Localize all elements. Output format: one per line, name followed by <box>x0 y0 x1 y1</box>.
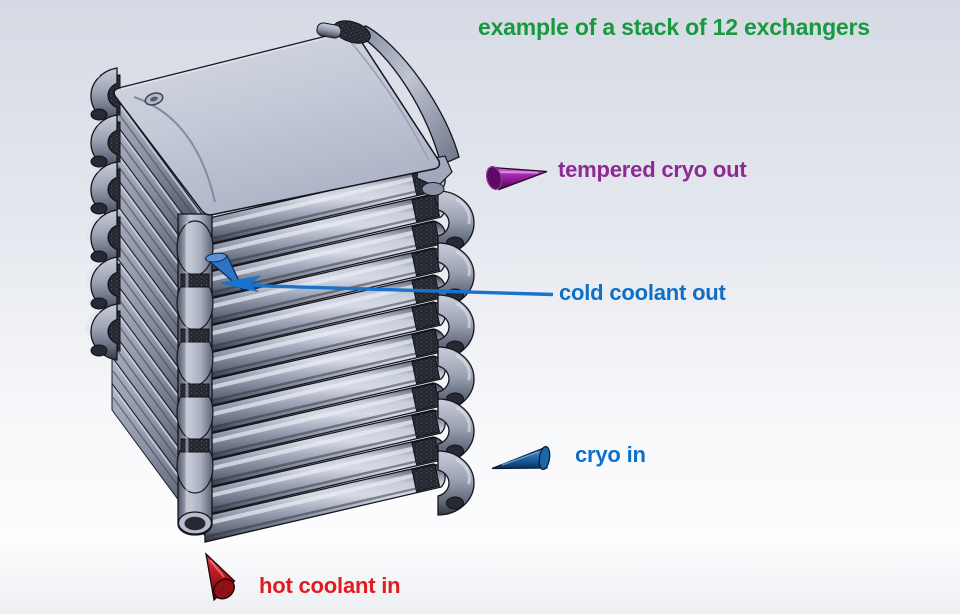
figure-title: example of a stack of 12 exchangers <box>478 14 870 40</box>
hot-coolant-in-cone-icon <box>205 552 236 602</box>
top-plate-right-skirt <box>349 25 460 166</box>
tempered-cryo-out-cone-icon <box>486 166 548 191</box>
annotation-label-cryo-in: cryo in <box>575 442 646 467</box>
cryo-in-cone-icon <box>491 445 551 471</box>
annotation-label-hot-coolant-in: hot coolant in <box>259 573 401 598</box>
cold-coolant-out-arrow <box>204 252 554 297</box>
annotation-label-tempered-cryo-out: tempered cryo out <box>558 157 747 182</box>
corner-manifold-column <box>176 213 214 536</box>
arrowhead-icon <box>220 275 261 292</box>
annotation-label-cold-coolant-out: cold coolant out <box>559 280 726 305</box>
stack-right-face-tube-layers <box>205 167 445 542</box>
leader-line <box>246 283 554 297</box>
stack-top-plate <box>113 20 460 216</box>
heat-exchanger-stack <box>86 20 476 542</box>
